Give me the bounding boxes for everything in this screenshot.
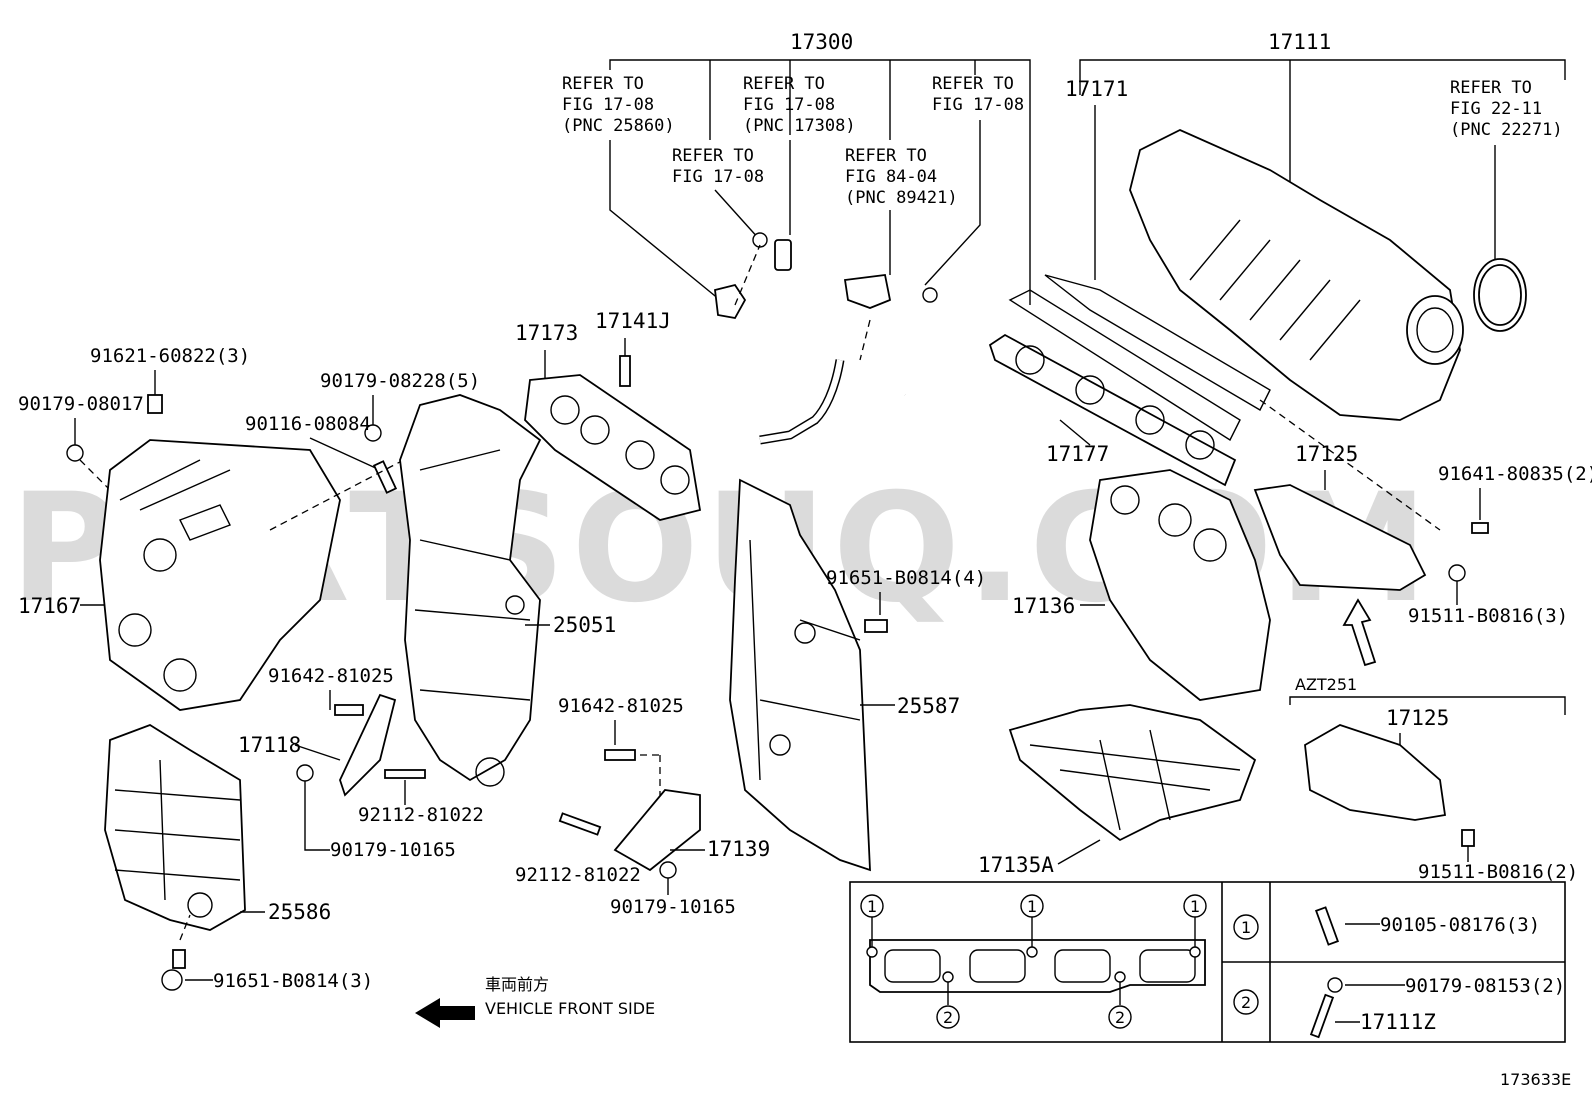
group-25051: 90179-08228(5) 90116-08084 25051 <box>245 370 616 787</box>
figure-code: 173633E <box>1500 1070 1571 1089</box>
fastener-label-90179-08153[interactable]: 90179-08153(2) <box>1405 975 1565 997</box>
svg-text:FIG 22-11: FIG 22-11 <box>1450 99 1542 119</box>
refer-note-2[interactable]: REFER TO FIG 17-08 (PNC 17308) <box>743 74 856 136</box>
legend-marker-1: 1 <box>1241 918 1251 937</box>
part-label-17171[interactable]: 17171 <box>1065 77 1128 101</box>
vehicle-front-note: 車両前方 VEHICLE FRONT SIDE <box>415 975 655 1028</box>
svg-text:FIG 17-08: FIG 17-08 <box>672 167 764 187</box>
group-17135A: 17135A <box>978 704 1257 877</box>
part-label-25586[interactable]: 25586 <box>268 900 331 924</box>
group-25586: 25586 91651-B0814(3) <box>104 724 373 992</box>
marker-1-b: 1 <box>1027 897 1037 916</box>
fastener-label-90179-08228[interactable]: 90179-08228(5) <box>320 370 480 392</box>
part-label-17139[interactable]: 17139 <box>707 837 770 861</box>
legend-marker-2: 2 <box>1241 993 1251 1012</box>
refer-note-4[interactable]: REFER TO FIG 17-08 <box>672 146 764 187</box>
fastener-label-90179-10165-a[interactable]: 90179-10165 <box>330 839 456 861</box>
group-17173: 17173 17141J <box>515 309 702 521</box>
fastener-label-90179-08017[interactable]: 90179-08017 <box>18 393 144 415</box>
part-label-25587[interactable]: 25587 <box>897 694 960 718</box>
refer-note-1[interactable]: REFER TO FIG 17-08 (PNC 25860) <box>562 74 675 136</box>
part-label-25051[interactable]: 25051 <box>553 613 616 637</box>
fastener-label-91641[interactable]: 91641-80835(2) <box>1438 463 1592 485</box>
group-17139: 91642-81025 17139 92112-81022 90179-1016… <box>515 695 770 918</box>
marker-1-c: 1 <box>1190 897 1200 916</box>
svg-text:REFER TO: REFER TO <box>672 146 754 166</box>
refer-note-5[interactable]: REFER TO FIG 84-04 (PNC 89421) <box>845 146 958 208</box>
svg-text:REFER TO: REFER TO <box>743 74 825 94</box>
svg-text:FIG 17-08: FIG 17-08 <box>743 95 835 115</box>
part-label-17141J[interactable]: 17141J <box>595 309 671 333</box>
front-note-en: VEHICLE FRONT SIDE <box>485 999 655 1018</box>
part-label-17173[interactable]: 17173 <box>515 321 578 345</box>
svg-text:FIG 17-08: FIG 17-08 <box>932 95 1024 115</box>
fastener-label-91511-2[interactable]: 91511-B0816(2) <box>1418 861 1578 883</box>
group-25587: 91651-B0814(4) 25587 <box>729 478 986 872</box>
fastener-label-92112-a[interactable]: 92112-81022 <box>358 804 484 826</box>
svg-text:(PNC 25860): (PNC 25860) <box>562 116 675 136</box>
refer-note-3[interactable]: REFER TO FIG 17-08 <box>932 74 1024 115</box>
group-17118: 91642-81025 17118 92112-81022 90179-1016… <box>238 665 484 861</box>
fastener-label-90179-10165-b[interactable]: 90179-10165 <box>610 896 736 918</box>
svg-text:FIG 84-04: FIG 84-04 <box>845 167 937 187</box>
svg-text:(PNC 22271): (PNC 22271) <box>1450 120 1563 140</box>
group-17300: 17300 REFER TO FIG 17-08 (PNC 25860) REF… <box>562 30 1031 445</box>
part-label-17111[interactable]: 17111 <box>1268 30 1331 54</box>
marker-1-a: 1 <box>867 897 877 916</box>
fastener-label-91621[interactable]: 91621-60822(3) <box>90 345 250 367</box>
part-label-17167[interactable]: 17167 <box>18 594 81 618</box>
front-arrow-icon <box>415 998 475 1028</box>
marker-2-a: 2 <box>943 1008 953 1027</box>
fastener-label-91642-a[interactable]: 91642-81025 <box>268 665 394 687</box>
svg-text:(PNC 17308): (PNC 17308) <box>743 116 856 136</box>
front-note-jp: 車両前方 <box>485 975 549 994</box>
part-label-17135A[interactable]: 17135A <box>978 853 1054 877</box>
part-label-17300[interactable]: 17300 <box>790 30 853 54</box>
part-label-17118[interactable]: 17118 <box>238 733 301 757</box>
group-17111: 17111 17171 REFER TO FIG 22-11 (PNC 2227… <box>988 30 1566 487</box>
fastener-label-91651-4[interactable]: 91651-B0814(4) <box>826 567 986 589</box>
gasket-legend: 1 1 1 2 2 1 2 90105-08176(3) 90179-08153… <box>849 881 1566 1043</box>
part-label-17177[interactable]: 17177 <box>1046 442 1109 466</box>
fastener-label-92112-b[interactable]: 92112-81022 <box>515 864 641 886</box>
fastener-label-91651-3[interactable]: 91651-B0814(3) <box>213 970 373 992</box>
svg-text:REFER TO: REFER TO <box>1450 78 1532 98</box>
part-label-17125-b[interactable]: 17125 <box>1386 706 1449 730</box>
svg-text:REFER TO: REFER TO <box>845 146 927 166</box>
group-17167: 91621-60822(3) 90179-08017 17167 <box>18 345 341 711</box>
svg-text:(PNC 89421): (PNC 89421) <box>845 188 958 208</box>
part-label-17111Z[interactable]: 17111Z <box>1360 1010 1436 1034</box>
group-azt251: AZT251 17125 91511-B0816(2) <box>1289 675 1578 883</box>
fastener-label-90116-08084[interactable]: 90116-08084 <box>245 413 371 435</box>
marker-2-b: 2 <box>1115 1008 1125 1027</box>
part-label-17125-a[interactable]: 17125 <box>1295 442 1358 466</box>
svg-text:FIG 17-08: FIG 17-08 <box>562 95 654 115</box>
svg-text:REFER TO: REFER TO <box>562 74 644 94</box>
fastener-label-90105[interactable]: 90105-08176(3) <box>1380 914 1540 936</box>
fastener-label-91511-3[interactable]: 91511-B0816(3) <box>1408 605 1568 627</box>
part-label-17136[interactable]: 17136 <box>1012 594 1075 618</box>
group-17136: 17136 17125 91641-80835(2) 91511-B0816(3… <box>1012 399 1592 701</box>
fastener-label-91642-b[interactable]: 91642-81025 <box>558 695 684 717</box>
svg-text:REFER TO: REFER TO <box>932 74 1014 94</box>
refer-note-6[interactable]: REFER TO FIG 22-11 (PNC 22271) <box>1450 78 1563 140</box>
variant-label-azt251: AZT251 <box>1295 675 1357 694</box>
